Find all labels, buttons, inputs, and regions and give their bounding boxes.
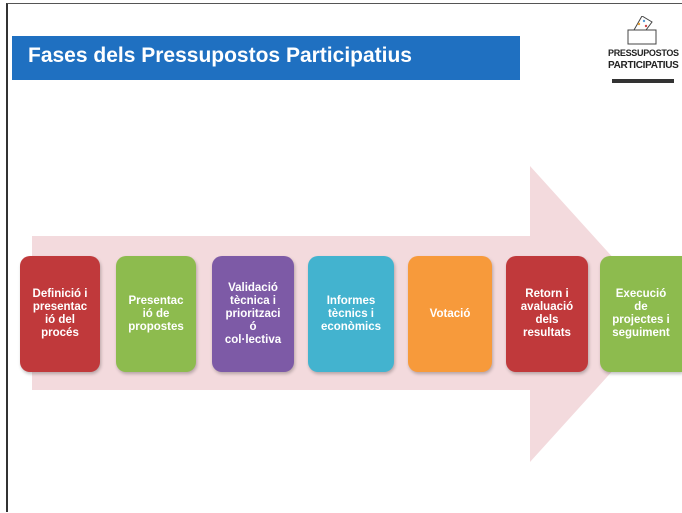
phase-presentacio: Presentac ió de propostes xyxy=(116,256,196,372)
pressupostos-logo: PRESSUPOSTOS PARTICIPATIUS xyxy=(608,16,679,88)
phase-label: Definició i presentac ió del procés xyxy=(32,288,88,339)
phase-definicio: Definició i presentac ió del procés xyxy=(20,256,100,372)
phase-informes: Informes tècnics i econòmics xyxy=(308,256,394,372)
phase-votacio: Votació xyxy=(408,256,492,372)
logo-underline xyxy=(612,79,674,83)
phase-validacio: Validació tècnica i prioritzaci ó col·le… xyxy=(212,256,294,372)
phase-label: Execució de projectes i seguiment xyxy=(612,288,670,339)
logo-text-line2: PARTICIPATIUS xyxy=(608,60,679,71)
phase-retorn: Retorn i avaluació dels resultats xyxy=(506,256,588,372)
logo-text-line1: PRESSUPOSTOS xyxy=(608,48,679,58)
ballot-box-icon xyxy=(627,16,657,45)
phase-label: Presentac ió de propostes xyxy=(128,294,184,333)
phase-label: Votació xyxy=(429,307,471,320)
phase-label: Retorn i avaluació dels resultats xyxy=(520,288,574,339)
phase-execucio: Execució de projectes i seguiment xyxy=(600,256,682,372)
phase-label: Informes tècnics i econòmics xyxy=(320,294,382,333)
page-title: Fases dels Pressupostos Participatius xyxy=(28,44,412,67)
phase-label: Validació tècnica i prioritzaci ó col·le… xyxy=(224,281,282,346)
title-bar: Fases dels Pressupostos Participatius xyxy=(12,36,520,80)
